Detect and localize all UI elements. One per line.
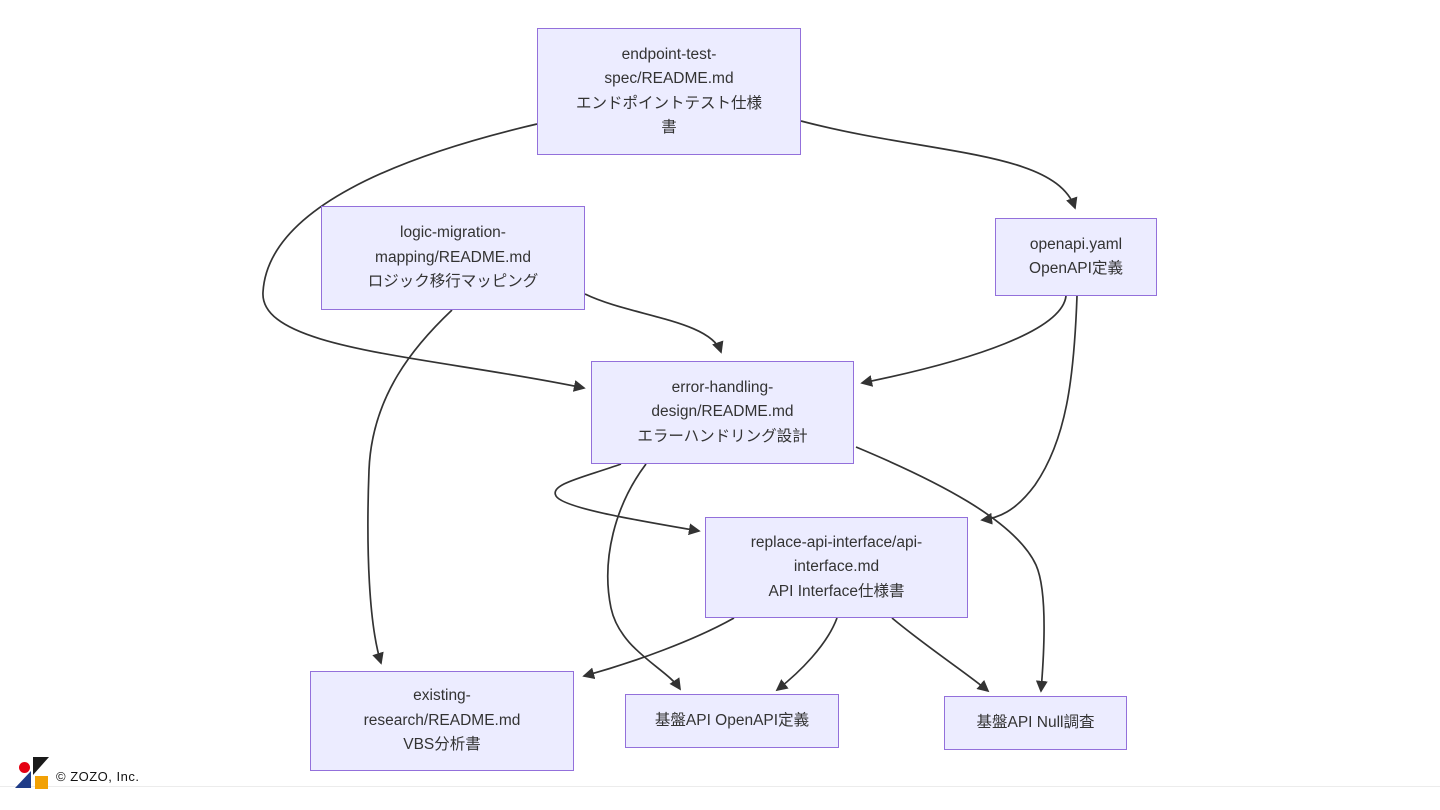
edge-logic-to-error (584, 293, 724, 354)
node-error: error-handling- design/README.md エラーハンドリ… (591, 361, 854, 464)
node-replace: replace-api-interface/api- interface.md … (705, 517, 968, 618)
node-openapi: openapi.yaml OpenAPI定義 (995, 218, 1157, 296)
edge-replace-to-existing (582, 617, 735, 680)
edge-logic-to-existing (367, 309, 453, 665)
logo-black-triangle-icon (33, 757, 49, 775)
node-kiban-openapi: 基盤API OpenAPI定義 (625, 694, 839, 748)
edge-openapi-to-replace (980, 295, 1078, 525)
copyright-text: © ZOZO, Inc. (56, 769, 140, 784)
node-logic: logic-migration- mapping/README.md ロジック移… (321, 206, 585, 310)
edge-endpoint-to-openapi (800, 120, 1078, 210)
logo-yellow-square-icon (35, 776, 48, 789)
node-endpoint: endpoint-test- spec/README.md エンドポイントテスト… (537, 28, 801, 155)
logo-red-circle-icon (19, 762, 30, 773)
edge-replace-to-kiban-openapi (775, 617, 838, 692)
edge-error-to-kiban-openapi (606, 463, 681, 691)
edge-error-to-replace (554, 463, 701, 536)
zozo-logo-icon (14, 755, 50, 791)
footer-divider (0, 786, 1440, 787)
node-existing: existing- research/README.md VBS分析書 (310, 671, 574, 771)
edge-replace-to-kiban-null (891, 617, 990, 693)
logo-blue-triangle-icon (15, 771, 31, 788)
edge-openapi-to-error (860, 295, 1067, 387)
node-kiban-null: 基盤API Null調査 (944, 696, 1127, 750)
